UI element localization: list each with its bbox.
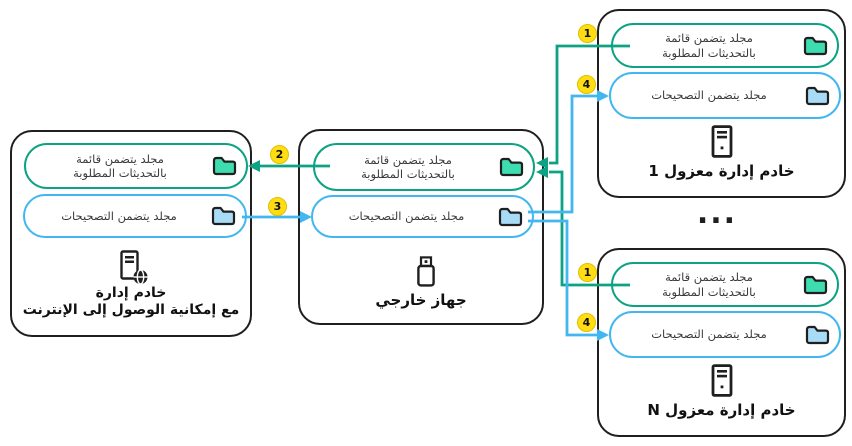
step-badge-4: 4 [577, 313, 596, 332]
patches-folder-label: مجلد يتضمن التصحيحات [651, 88, 767, 103]
server-tower-icon [711, 125, 733, 158]
step-badge-2: 2 [270, 145, 289, 164]
patches-folder-pill: مجلد يتضمن التصحيحات [609, 72, 841, 119]
updates-folder-label: مجلد يتضمن قائمة بالتحديثات المطلوبة [73, 151, 167, 181]
folder-patches-icon [498, 207, 523, 227]
folder-updates-icon [803, 36, 828, 56]
node-isolated-server-1: مجلد يتضمن قائمة بالتحديثات المطلوبة مجل… [597, 9, 846, 198]
usb-drive-icon [416, 256, 436, 287]
external-device-title: جهاز خارجي [375, 291, 467, 309]
server-tower-icon [711, 364, 733, 397]
patches-folder-label: مجلد يتضمن التصحيحات [61, 208, 177, 223]
updates-folder-label: مجلد يتضمن قائمة بالتحديثات المطلوبة [662, 31, 756, 60]
updates-folder-label: مجلد يتضمن قائمة بالتحديثات المطلوبة [361, 152, 455, 182]
more-servers-ellipsis: ... [696, 196, 738, 231]
updates-folder-pill: مجلد يتضمن قائمة بالتحديثات المطلوبة [313, 143, 535, 191]
updates-folder-pill: مجلد يتضمن قائمة بالتحديثات المطلوبة [611, 23, 839, 68]
patches-folder-label: مجلد يتضمن التصحيحات [348, 209, 465, 224]
updates-folder-label: مجلد يتضمن قائمة بالتحديثات المطلوبة [662, 270, 756, 299]
patches-folder-pill: مجلد يتضمن التصحيحات [23, 194, 247, 238]
patches-folder-pill: مجلد يتضمن التصحيحات [609, 311, 841, 358]
node-internet-management-server: مجلد يتضمن قائمة بالتحديثات المطلوبة مجل… [10, 130, 252, 337]
internet-server-title: خادم إدارة مع إمكانية الوصول إلى الإنترن… [22, 285, 240, 318]
isolated-server-n-title: خادم إدارة معزول N [647, 401, 796, 419]
patches-folder-label: مجلد يتضمن التصحيحات [651, 327, 767, 342]
updates-folder-pill: مجلد يتضمن قائمة بالتحديثات المطلوبة [24, 143, 248, 189]
step-badge-1: 1 [578, 24, 597, 43]
folder-updates-icon [803, 275, 828, 295]
folder-patches-icon [805, 86, 830, 106]
step-badge-1: 1 [578, 263, 597, 282]
step-badge-3: 3 [268, 197, 287, 216]
patches-folder-pill: مجلد يتضمن التصحيحات [311, 195, 534, 238]
isolated-server-1-title: خادم إدارة معزول 1 [648, 162, 795, 180]
step-badge-4: 4 [577, 75, 596, 94]
node-external-device: مجلد يتضمن قائمة بالتحديثات المطلوبة مجل… [298, 129, 544, 325]
server-with-globe-icon [118, 250, 149, 286]
folder-updates-icon [212, 156, 237, 176]
node-isolated-server-n: مجلد يتضمن قائمة بالتحديثات المطلوبة مجل… [597, 248, 846, 437]
updates-folder-pill: مجلد يتضمن قائمة بالتحديثات المطلوبة [611, 262, 839, 307]
folder-patches-icon [805, 325, 830, 345]
folder-patches-icon [211, 206, 236, 226]
folder-updates-icon [499, 157, 524, 177]
